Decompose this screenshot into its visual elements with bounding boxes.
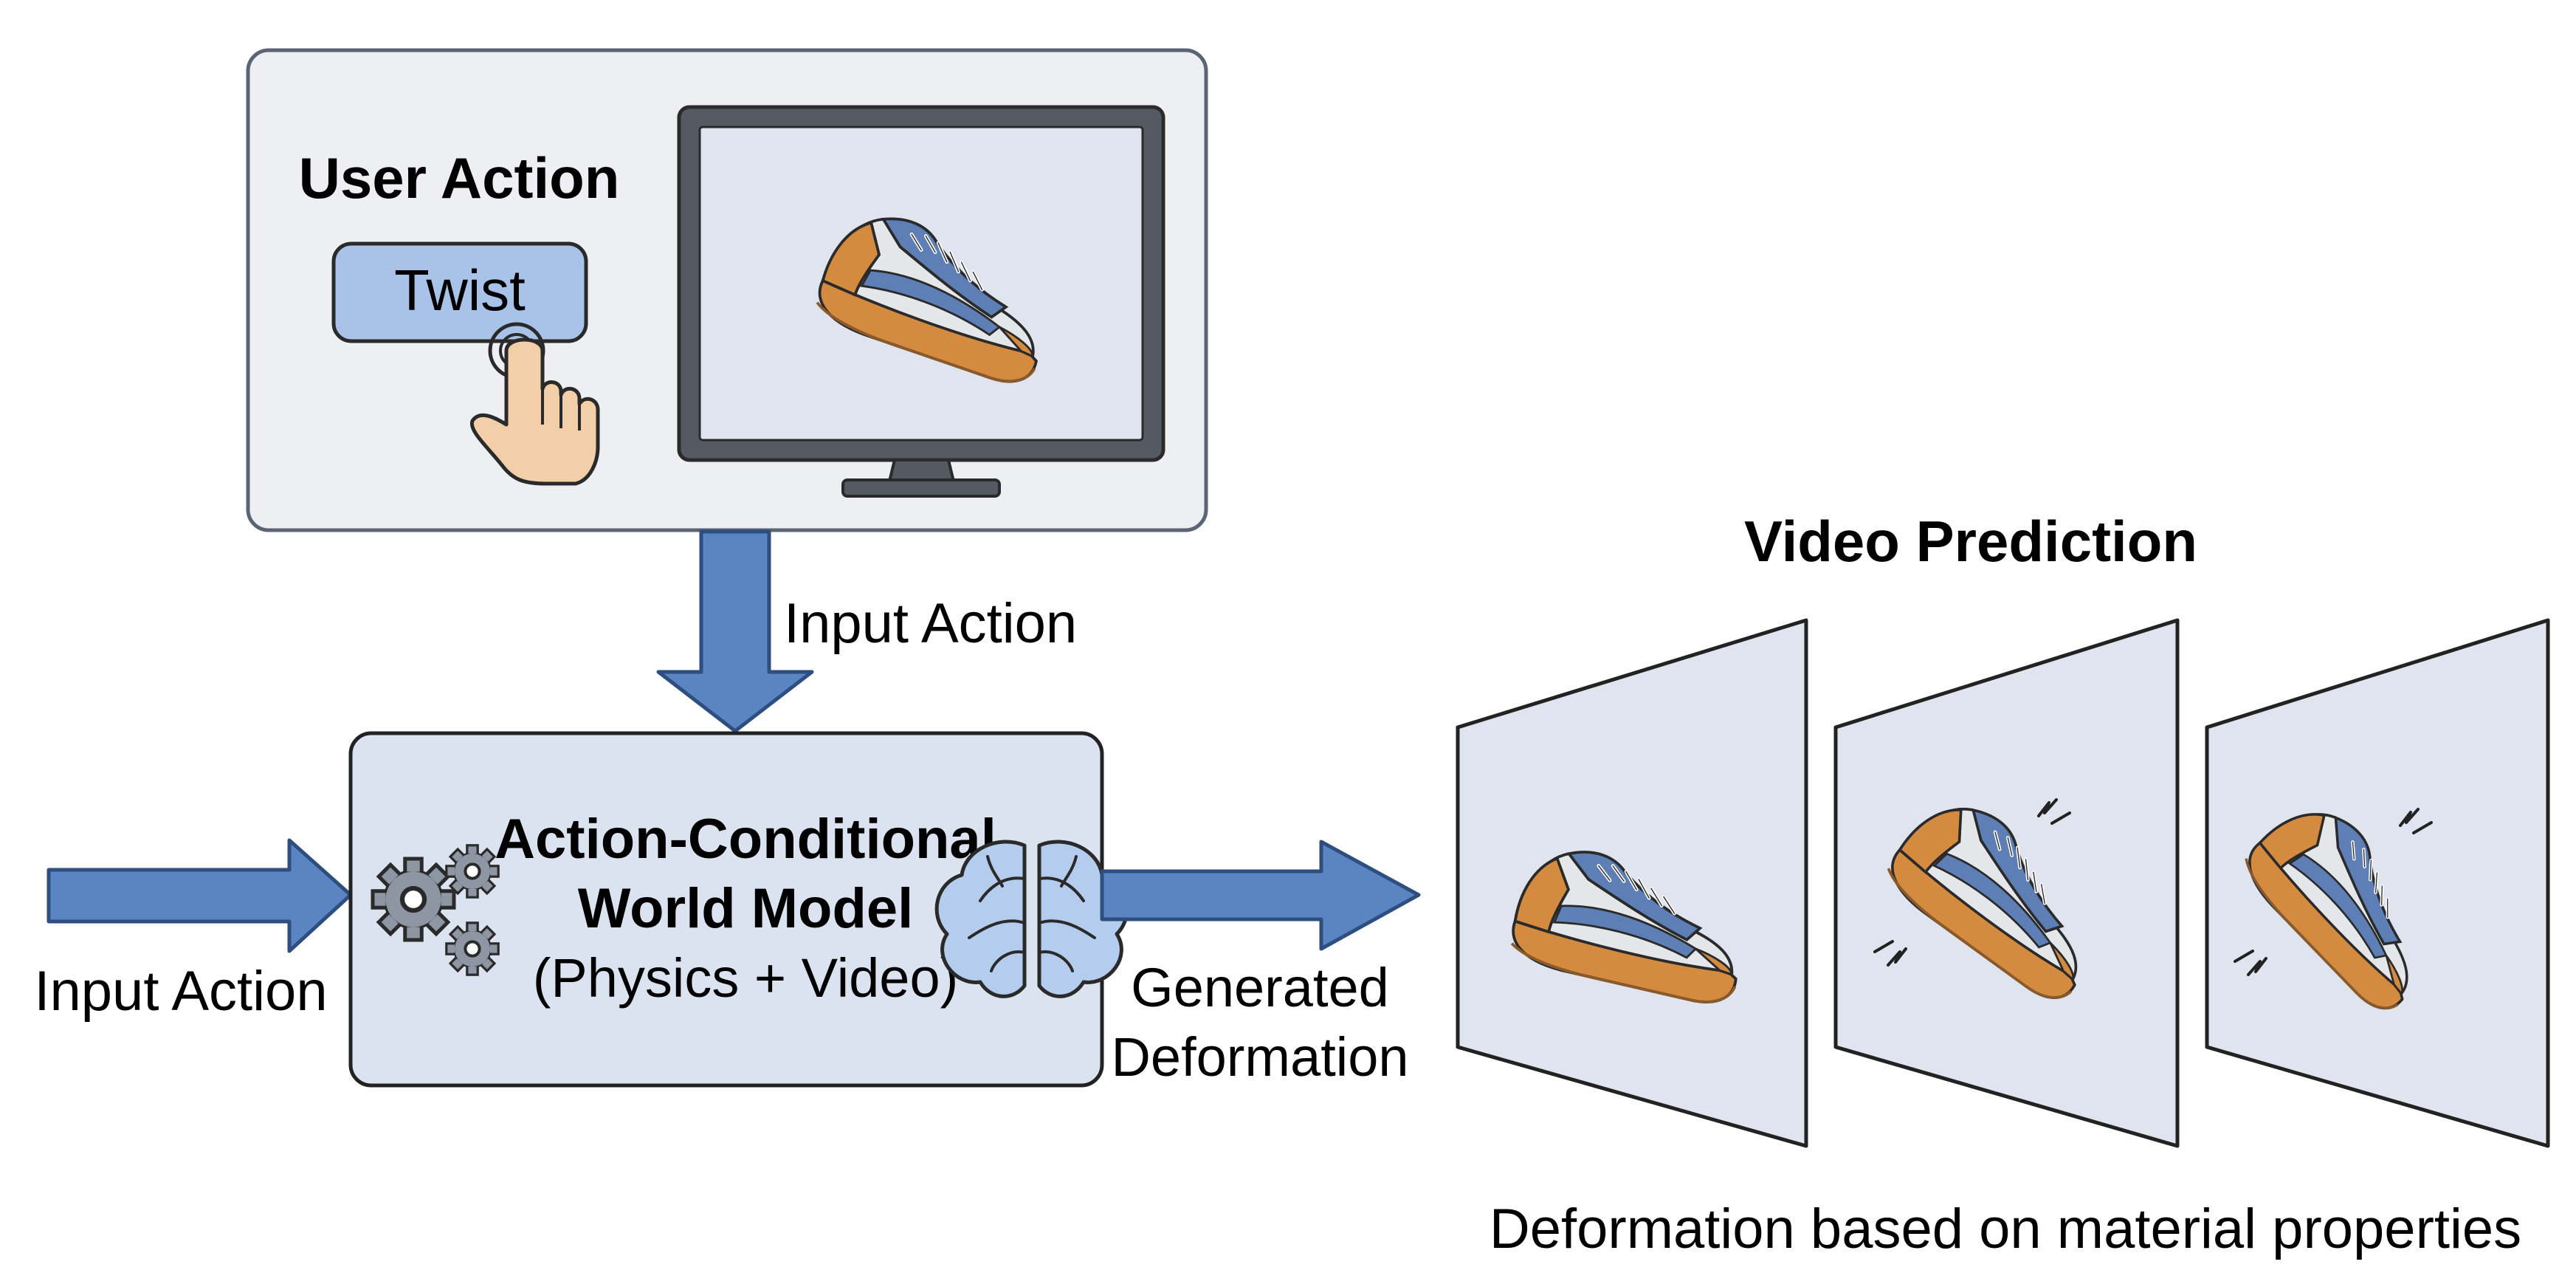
video-frame-1 (1456, 618, 1808, 1148)
world-model-title-line2: World Model (578, 877, 914, 940)
twist-button-label: Twist (394, 258, 526, 323)
monitor-icon (677, 105, 1165, 498)
generated-label: Generated (1131, 957, 1389, 1018)
video-prediction-title: Video Prediction (1744, 509, 2197, 574)
video-frame-3 (2205, 618, 2550, 1148)
twist-button[interactable]: Twist (331, 241, 588, 343)
left-input-action-label: Input Action (34, 960, 327, 1023)
deformation-label: Deformation (1111, 1026, 1408, 1088)
user-action-panel: User Action Twist (246, 48, 1208, 532)
user-action-heading: User Action (299, 145, 620, 210)
pointing-hand-icon (469, 322, 600, 486)
world-model-subtitle: (Physics + Video) (533, 947, 959, 1009)
world-model-box: Action-Conditional World Model (Physics … (348, 731, 1129, 1088)
world-model-title-line1: Action-Conditional (495, 808, 996, 871)
video-frame-2 (1833, 618, 2180, 1148)
video-prediction-caption: Deformation based on material properties (1490, 1198, 2521, 1260)
output-arrow (1100, 840, 1421, 951)
top-input-arrow (656, 529, 814, 733)
top-input-action-label: Input Action (784, 592, 1077, 655)
left-input-arrow (47, 838, 353, 953)
